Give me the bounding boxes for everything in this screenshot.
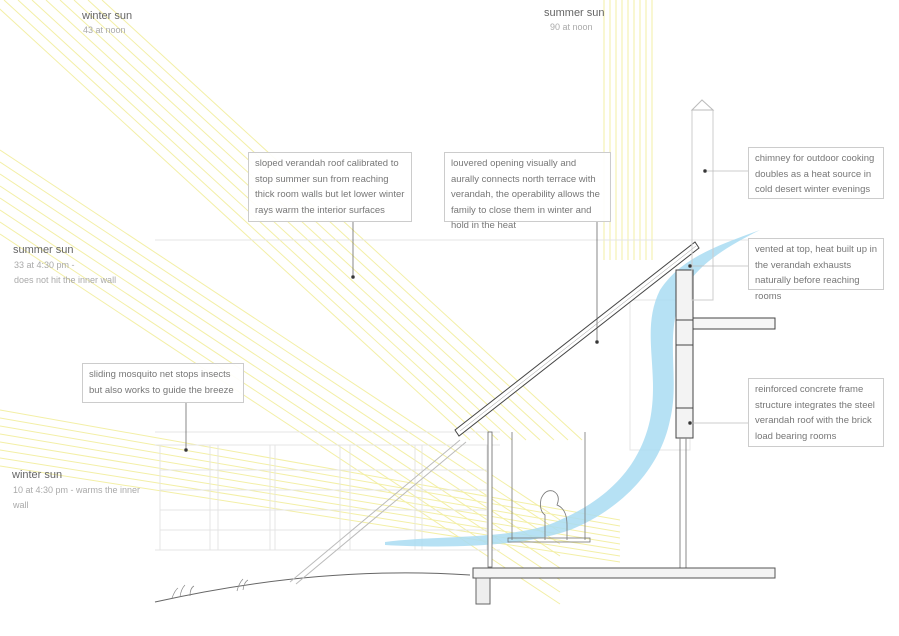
verandah-roof (454, 241, 700, 437)
summer-afternoon-ray (0, 173, 561, 545)
summer-afternoon-ray (0, 197, 561, 569)
winter-afternoon-detail-1: 10 at 4:30 pm - warms the inner (13, 485, 141, 495)
winter-noon-ray (3, 0, 485, 441)
winter-afternoon-ray (0, 409, 621, 521)
summer-afternoon-title: summer sun (13, 244, 74, 256)
winter-noon-detail: 43 at noon (83, 25, 126, 35)
swing (507, 432, 591, 543)
winter-afternoon-ray (0, 417, 621, 527)
roof-strut (289, 439, 461, 583)
louver-annotation: louvered opening visually and aurally co… (444, 152, 611, 231)
summer-noon-detail: 90 at noon (550, 22, 593, 32)
winter-afternoon-ray (0, 465, 621, 563)
ground-line (154, 572, 471, 603)
chimney-cap (690, 99, 715, 111)
sun-rays (0, 0, 653, 605)
winter-afternoon-detail-2: wall (13, 500, 29, 510)
chimney-annotation: chimney for outdoor cooking doubles as a… (748, 147, 884, 199)
roof-annotation: sloped verandah roof calibrated to stop … (248, 152, 412, 222)
winter-afternoon-ray (0, 441, 621, 545)
winter-afternoon-title: winter sun (12, 469, 63, 481)
breeze-flow (385, 230, 760, 547)
floor-slab (472, 567, 776, 579)
plinth (475, 577, 491, 605)
leader-lines (184, 169, 748, 452)
summer-afternoon-ray (0, 185, 561, 557)
summer-noon-title: summer sun (544, 7, 605, 19)
winter-afternoon-ray (0, 433, 621, 539)
winter-afternoon-ray (0, 425, 621, 533)
winter-afternoon-ray (0, 457, 621, 557)
winter-noon-title: winter sun (82, 10, 133, 22)
background-building (155, 239, 780, 551)
summer-afternoon-ray (0, 149, 561, 521)
vent-annotation: vented at top, heat built up in the vera… (748, 238, 884, 302)
frame-annotation: reinforced concrete frame structure inte… (748, 378, 884, 447)
concrete-frame (675, 269, 776, 568)
net-annotation: sliding mosquito net stops insects but a… (82, 363, 244, 403)
plants (171, 578, 249, 599)
winter-noon-ray (0, 8, 471, 441)
verandah-post (487, 431, 493, 568)
summer-afternoon-detail-2: does not hit the inner wall (14, 275, 117, 285)
summer-afternoon-detail-1: 33 at 4:30 pm - (14, 260, 75, 270)
